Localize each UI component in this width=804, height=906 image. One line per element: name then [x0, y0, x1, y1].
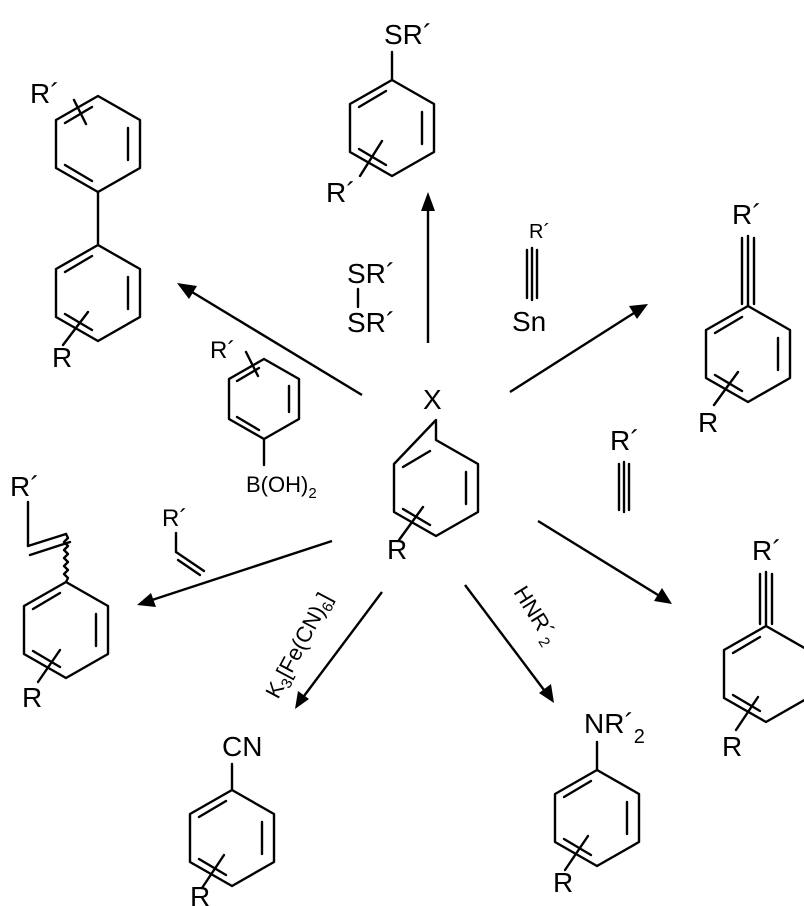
nitrile-product: CN R [188, 731, 276, 906]
biaryl-product: R´ R [30, 78, 142, 373]
stille-ring-r-label: R [698, 407, 718, 438]
biaryl-top-r-label: R´ [30, 78, 60, 109]
aryl-amine-product: NR´2 R [553, 708, 645, 898]
thioether-sr-label: SR´ [384, 19, 432, 50]
thioether-r-label: R´ [326, 177, 356, 208]
leaving-group-x: X [423, 384, 442, 415]
thioether-product: SR´ R´ [326, 19, 436, 208]
stannyl-r-label: R´ [529, 221, 550, 243]
amine-product-label: NR´2 [584, 708, 645, 748]
styrene-product: R´ R [10, 471, 110, 713]
boronic-r-label: R´ [210, 337, 235, 364]
alkene-r-label: R´ [162, 505, 187, 532]
cyanide-label: K3[Fe(CN)6] [260, 588, 340, 704]
amine-ring-r-label: R [553, 867, 573, 898]
amine-reagent-label: HNR´2 [505, 581, 563, 650]
disulfide-bottom-label: SR´ [347, 307, 395, 338]
aryl-halide-reactant: X R [387, 384, 480, 565]
styrene-ring-r-label: R [22, 682, 42, 713]
stannyl-sn-label: Sn [512, 306, 546, 337]
nitrile-cn-label: CN [222, 731, 262, 762]
stille-r-label: R´ [732, 199, 762, 230]
center-r-label: R [387, 534, 407, 565]
disulfide-reagent: SR´ SR´ [347, 258, 395, 338]
stille-alkyne-product: R´ R [698, 199, 792, 438]
biaryl-bottom-r-label: R [52, 342, 72, 373]
boronic-acid-reagent: R´ B(OH)2 [210, 337, 317, 502]
terminal-alkyne-reagent: R´ [610, 425, 640, 514]
disulfide-top-label: SR´ [347, 258, 395, 289]
boronic-group-label: B(OH)2 [246, 472, 317, 502]
alkene-reagent: R´ [162, 505, 206, 577]
alkyne-r-label: R´ [610, 425, 640, 456]
sonogashira-r-label: R´ [752, 535, 782, 566]
cyanide-reagent: K3[Fe(CN)6] [260, 588, 340, 704]
amine-reagent: HNR´2 [505, 581, 563, 650]
styrene-r-label: R´ [10, 471, 40, 502]
reaction-arrows [137, 192, 672, 709]
nitrile-ring-r-label: R [190, 881, 210, 906]
sonogashira-alkyne-product: R´ R [722, 535, 804, 762]
sonogashira-ring-r-label: R [722, 731, 742, 762]
stannyl-alkyne-reagent: R´ Sn [512, 221, 550, 337]
